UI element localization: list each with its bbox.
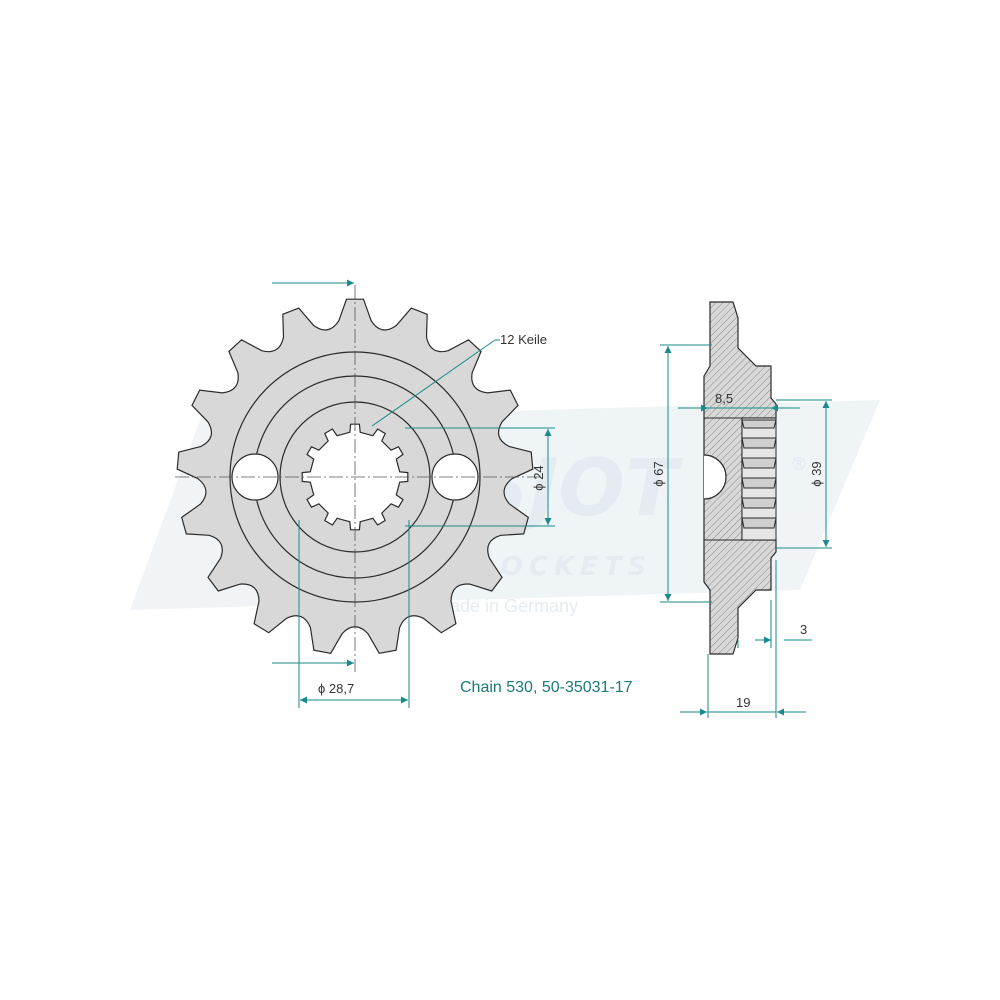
side-profile xyxy=(703,301,777,655)
dim-hub-label: ϕ 39 xyxy=(809,461,824,486)
front-dimensions xyxy=(272,279,555,708)
dim-tooth-label: 3 xyxy=(800,622,807,637)
dim-bolt-label: ϕ 28,7 xyxy=(318,681,354,696)
hub-splines xyxy=(741,417,777,541)
side-dimensions xyxy=(660,344,832,718)
dim-width-label: 19 xyxy=(736,695,750,710)
side-hole-cut xyxy=(703,454,727,500)
dim-spline-label: ϕ 24 xyxy=(531,465,546,490)
dim-offset-label: 8,5 xyxy=(715,391,733,406)
part-title: Chain 530, 50-35031-17 xyxy=(460,679,633,696)
sprocket-side-view xyxy=(703,301,777,655)
dim-outer-label: ϕ 67 xyxy=(651,461,666,486)
watermark-reg: ® xyxy=(790,454,808,475)
spline-leader xyxy=(371,339,496,427)
spline-count-label: 12 Keile xyxy=(500,332,547,347)
sprocket-front-view xyxy=(175,285,540,672)
